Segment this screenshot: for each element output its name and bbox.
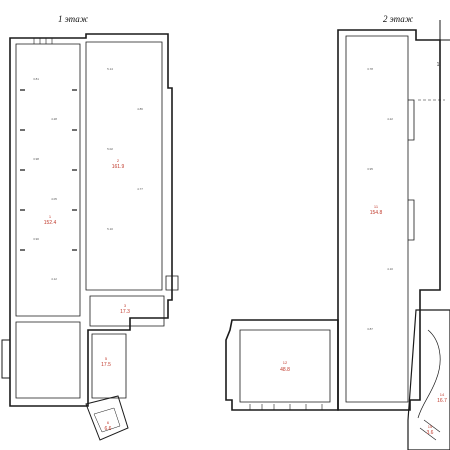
room-6-area: 6.6 (105, 426, 112, 432)
room-6-number: 6 (107, 420, 110, 425)
room-3-number: 3 (124, 303, 127, 308)
svg-text:3.90: 3.90 (33, 237, 39, 241)
room-2-area: 161.9 (112, 164, 125, 170)
svg-text:4.05: 4.05 (51, 197, 57, 201)
room-11-area: 154.8 (370, 210, 383, 216)
room-2-number: 2 (117, 158, 120, 163)
room-15-number: 15 (428, 424, 433, 429)
room-1-area: 152.4 (44, 220, 57, 226)
room-15-area: 3.6 (427, 430, 434, 436)
svg-text:3.81: 3.81 (33, 77, 39, 81)
svg-text:4.28: 4.28 (51, 117, 57, 121)
svg-text:3.98: 3.98 (33, 157, 39, 161)
svg-text:3.95: 3.95 (367, 167, 373, 171)
svg-text:4.12: 4.12 (51, 277, 57, 281)
floor-1-walls (1, 33, 179, 441)
svg-text:5.02: 5.02 (107, 147, 113, 151)
svg-text:4.86: 4.86 (137, 107, 143, 111)
svg-text:4.22: 4.22 (387, 117, 393, 121)
room-5-number: 5 (105, 356, 108, 361)
floor-2-walls (225, 20, 450, 450)
svg-text:3.78: 3.78 (367, 67, 373, 71)
dimension-annotations: 3.81 4.28 3.98 4.05 3.90 4.12 5.14 4.86 … (33, 67, 393, 331)
room-12-area: 48.8 (280, 367, 290, 373)
svg-text:4.77: 4.77 (137, 187, 143, 191)
room-14-number: 14 (440, 392, 445, 397)
svg-text:3.87: 3.87 (367, 327, 373, 331)
floor-2-title: 2 этаж (383, 14, 414, 24)
room-1-number: 1 (49, 214, 52, 219)
room-partial-number: 1 (437, 62, 440, 68)
room-3-area: 17.3 (120, 309, 130, 315)
room-12-number: 12 (283, 360, 288, 365)
floor-1-title: 1 этаж (58, 14, 89, 24)
svg-text:4.10: 4.10 (387, 267, 393, 271)
room-11-number: 11 (374, 204, 379, 209)
svg-text:5.14: 5.14 (107, 67, 113, 71)
room-labels: 1 152.4 2 161.9 3 17.3 5 17.5 6 6.6 11 1… (44, 62, 447, 436)
svg-text:5.10: 5.10 (107, 227, 113, 231)
room-5-area: 17.5 (101, 362, 111, 368)
room-14-area: 16.7 (437, 398, 447, 404)
